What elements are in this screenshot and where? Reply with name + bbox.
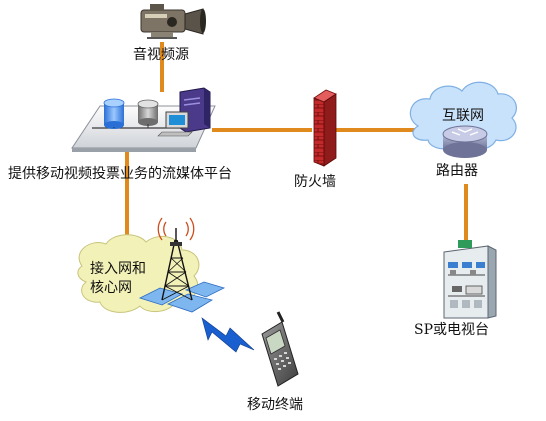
office-building-icon — [443, 240, 497, 319]
mobile-phone-icon — [261, 311, 299, 387]
access-core-label: 接入网和 核心网 — [90, 260, 146, 298]
router-label: 路由器 — [436, 163, 478, 179]
router-icon — [442, 125, 488, 158]
access-core-label-line2: 核心网 — [90, 280, 132, 296]
platform-label: 提供移动视频投票业务的流媒体平台 — [8, 166, 232, 182]
cloud-icon — [409, 81, 517, 151]
internet-label: 互联网 — [442, 108, 484, 124]
brick-wall-icon — [313, 89, 337, 167]
firewall-label: 防火墙 — [294, 174, 336, 190]
av-source-label: 音视频源 — [133, 47, 189, 63]
video-camera-icon — [140, 4, 206, 39]
access-core-label-line1: 接入网和 — [90, 261, 146, 277]
mobile-terminal-label: 移动终端 — [247, 397, 303, 413]
ground-tiles-icon — [138, 281, 226, 313]
server-cluster-icon — [71, 87, 216, 152]
cell-tower-icon — [157, 217, 195, 301]
sp-tv-label: SP或电视台 — [414, 322, 490, 338]
wireless-bolt-icon — [201, 317, 255, 353]
